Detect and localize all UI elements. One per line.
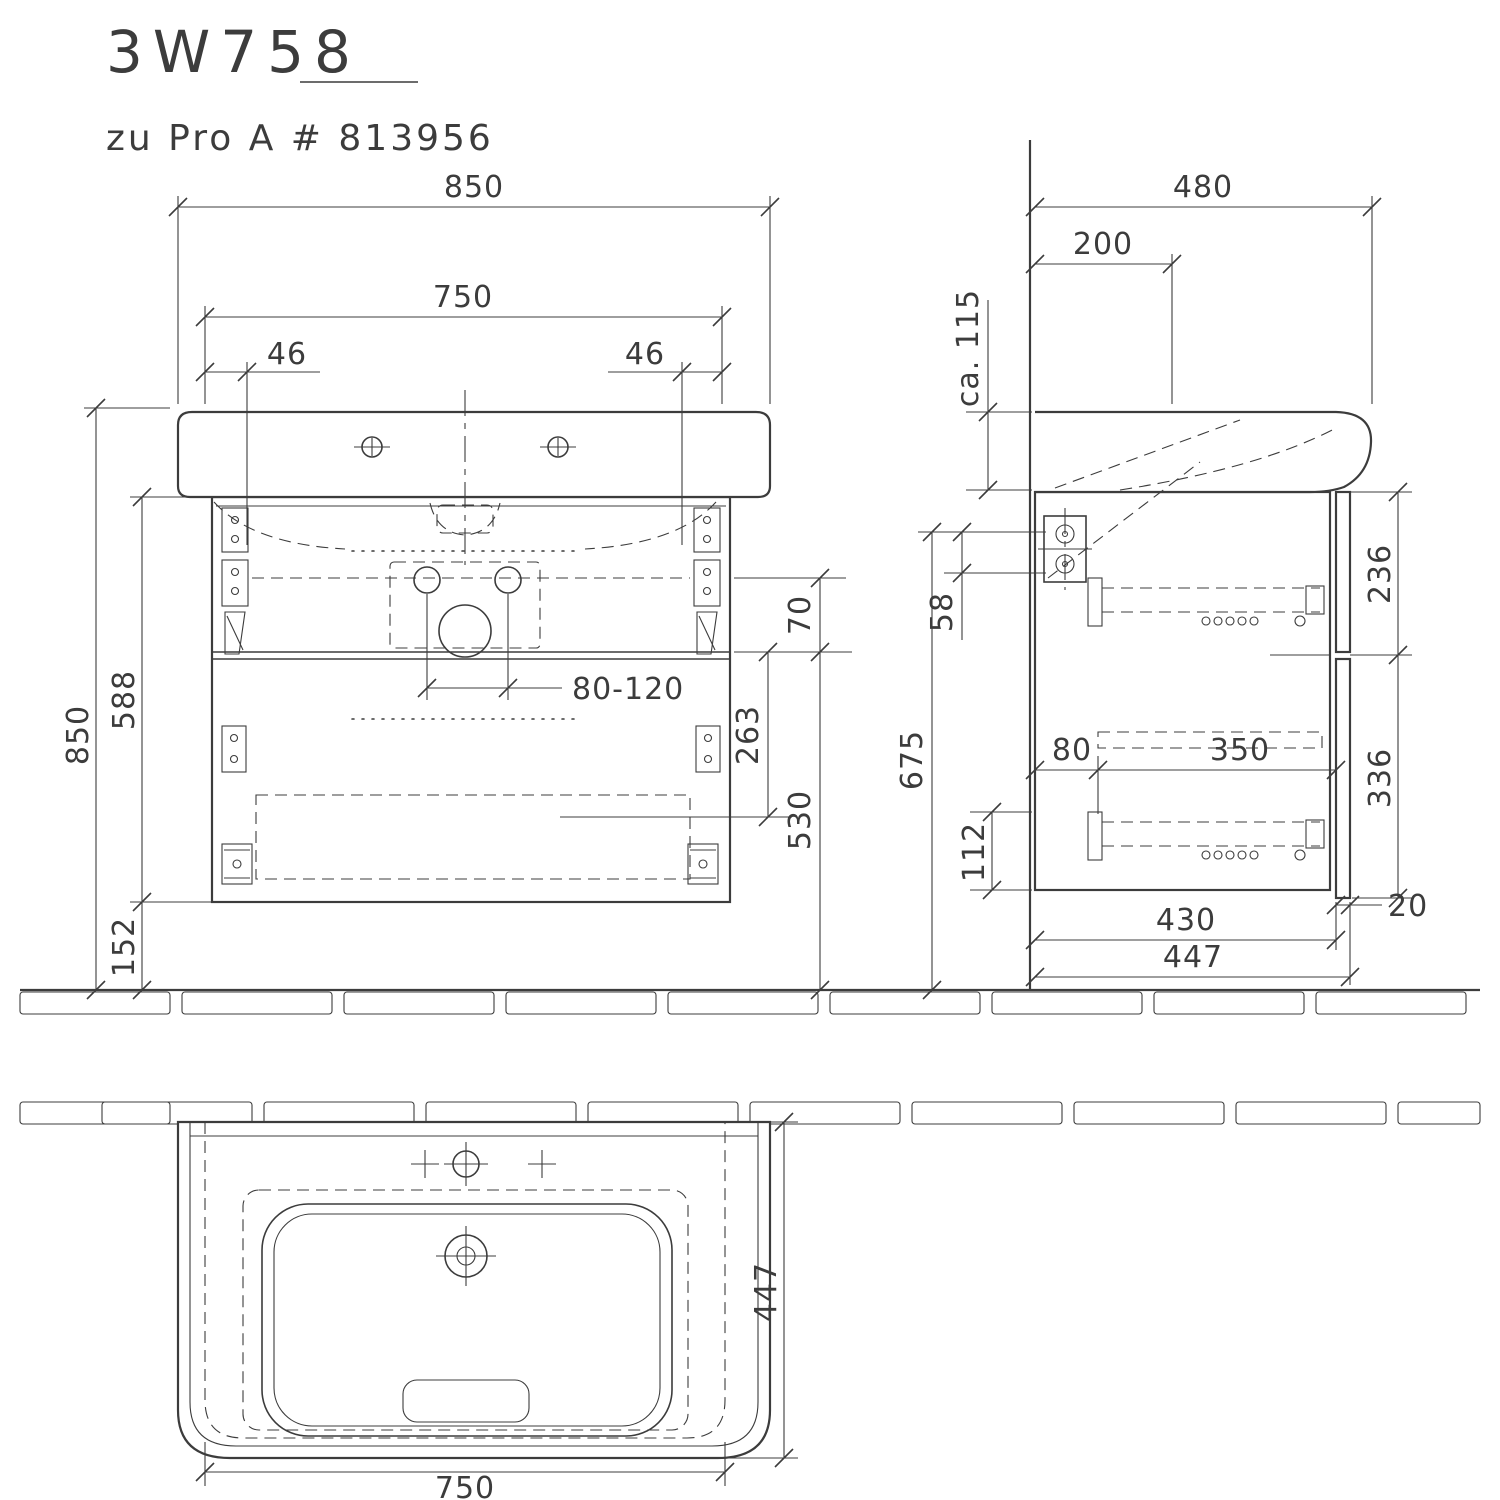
fixing-hole-left xyxy=(413,566,441,594)
dim-front-cabinet-width: 750 xyxy=(433,280,493,315)
dim-side-bottom-compartment: 336 xyxy=(1363,748,1398,808)
front-dimensions: 850 750 46 46 588 850 152 80-120 70 263 … xyxy=(61,170,852,1000)
dim-side-rail-start: 80 xyxy=(1052,733,1092,768)
dim-side-depth-carcass: 430 xyxy=(1156,903,1216,938)
tile xyxy=(1397,1101,1481,1125)
drain-icon xyxy=(436,1226,496,1286)
drain-hole-front xyxy=(438,604,492,658)
cabinet-side-outline xyxy=(1033,490,1332,892)
dim-front-drawer-inner: 263 xyxy=(731,705,766,765)
dim-side-hinge-plate: 58 xyxy=(925,592,960,632)
drawer-box-hidden xyxy=(255,794,691,880)
bowl-outline xyxy=(261,1203,673,1437)
dim-front-slide-offset: 70 xyxy=(783,595,818,635)
dim-top-depth-front: 447 xyxy=(749,1262,784,1322)
tile xyxy=(425,1101,577,1125)
washbasin-front-outline xyxy=(176,410,772,499)
dim-front-bottom-height: 530 xyxy=(783,790,818,850)
drawing-subtitle: zu Pro A # 813956 xyxy=(106,118,494,159)
siphon-cutout-hidden xyxy=(389,561,541,649)
dim-side-depth-tap: 200 xyxy=(1073,227,1133,262)
tile xyxy=(1235,1101,1387,1125)
tile xyxy=(1315,991,1467,1015)
tile-band-2 xyxy=(19,1101,1481,1125)
tile xyxy=(587,1101,739,1125)
tile xyxy=(1073,1101,1225,1125)
drawer-box-hidden-side xyxy=(1097,731,1323,749)
tile xyxy=(19,1101,171,1125)
tile xyxy=(19,991,171,1015)
tile xyxy=(505,991,657,1015)
basin-hidden-diagonal-3 xyxy=(1047,461,1201,579)
cabinet-front-outline xyxy=(210,495,732,904)
dim-side-rail-offset: 112 xyxy=(957,822,992,882)
dim-front-hinge-left: 46 xyxy=(267,337,307,372)
dim-front-total-height: 850 xyxy=(61,705,96,765)
bowl-bottom-outline xyxy=(402,1379,530,1423)
tile xyxy=(829,991,981,1015)
tile xyxy=(911,1101,1063,1125)
basin-top-inner-outline xyxy=(189,1122,759,1447)
tile xyxy=(991,991,1143,1015)
front-panel-bottom xyxy=(1334,657,1352,900)
tile xyxy=(343,991,495,1015)
basin-hidden-center xyxy=(429,502,501,536)
tile xyxy=(1153,991,1305,1015)
dim-front-floor-clearance: 152 xyxy=(107,917,142,977)
side-dimensions: 480 200 ca. 115 58 675 236 336 112 80 35… xyxy=(895,170,1428,1000)
dim-side-rail-length: 350 xyxy=(1210,733,1270,768)
dim-side-basin-height: ca. 115 xyxy=(951,289,986,407)
top-dimensions: 447 750 xyxy=(195,1112,798,1500)
dim-side-height-under: 675 xyxy=(895,730,930,790)
bowl-inner-outline xyxy=(273,1213,661,1427)
drawer-hidden-outline xyxy=(242,1189,689,1431)
fixing-hole-right xyxy=(494,566,522,594)
front-panel-top xyxy=(1334,490,1352,654)
tap-drilling-right-icon xyxy=(528,1150,556,1178)
tile xyxy=(667,991,819,1015)
basin-hidden-right xyxy=(584,501,717,550)
title-block: 3W758 zu Pro A # 813956 xyxy=(106,18,494,159)
tile-band-1 xyxy=(19,991,1467,1015)
basin-hidden-diagonal-1 xyxy=(1054,419,1241,489)
top-view xyxy=(176,1120,772,1460)
dim-front-drain-range: 80-120 xyxy=(572,672,684,707)
dim-front-cabinet-height: 588 xyxy=(107,670,142,730)
side-view xyxy=(1028,140,1373,990)
washbasin-side-outline xyxy=(1035,410,1373,494)
dim-side-top-compartment: 236 xyxy=(1363,544,1398,604)
tile xyxy=(263,1101,415,1125)
drawing-title: 3W758 xyxy=(106,18,361,86)
dim-top-cabinet-width: 750 xyxy=(435,1471,495,1500)
tap-hole-left-icon xyxy=(354,436,390,458)
tile xyxy=(101,1101,253,1125)
dim-front-hinge-right: 46 xyxy=(625,337,665,372)
front-view xyxy=(176,390,772,904)
dim-side-depth-total: 480 xyxy=(1173,170,1233,205)
tile xyxy=(181,991,333,1015)
cabinet-hidden-outline xyxy=(204,1122,726,1439)
tile xyxy=(749,1101,901,1125)
dim-front-total-width: 850 xyxy=(444,170,504,205)
tap-drilling-left-icon xyxy=(411,1150,439,1178)
dim-side-front-thickness: 20 xyxy=(1388,889,1428,924)
basin-hidden-left xyxy=(213,501,346,550)
basin-top-outline xyxy=(176,1120,772,1460)
tap-drilling-center-icon xyxy=(444,1142,488,1186)
dim-side-depth-front: 447 xyxy=(1163,940,1223,975)
tap-hole-right-icon xyxy=(540,436,576,458)
